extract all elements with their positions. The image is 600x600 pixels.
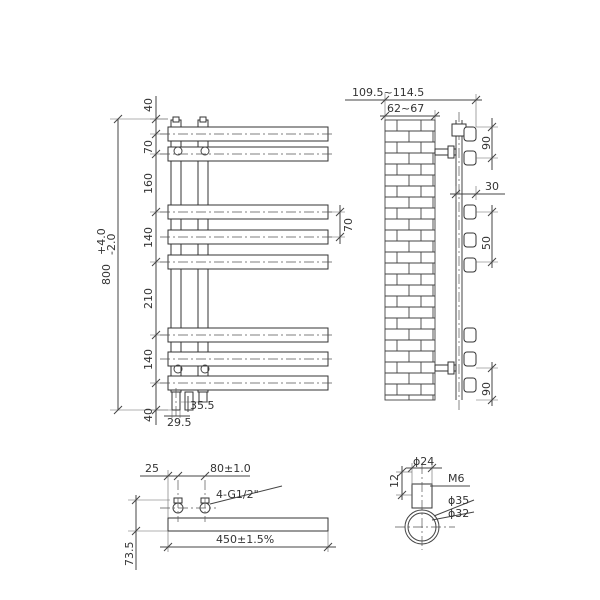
spacing-label: 210 bbox=[142, 288, 155, 309]
thread-label: 4-G1/2" bbox=[216, 488, 259, 501]
pipe-spacing-label: 30 bbox=[485, 180, 499, 193]
height-total-label: 800 bbox=[100, 264, 113, 285]
height-tolerance-lower: -2.0 bbox=[105, 234, 118, 255]
diameter-inner-label: ϕ32 bbox=[448, 507, 469, 520]
inlet-spacing-label: 80±1.0 bbox=[210, 462, 251, 475]
spacing-label: 140 bbox=[142, 349, 155, 370]
bracket-depth-label: 62~67 bbox=[387, 102, 424, 115]
inlet-pipe bbox=[184, 391, 194, 411]
front-view: 800 +4.0 -2.0 40 70 160 140 210 140 40 bbox=[95, 96, 355, 429]
bar-profile bbox=[463, 150, 477, 166]
wall bbox=[384, 119, 436, 401]
top-view: 25 80±1.0 4-G1/2" 450±1.5% 73.5 bbox=[123, 462, 336, 570]
bar-profile bbox=[463, 257, 477, 273]
tube-inner-circle-icon bbox=[407, 512, 437, 542]
width-label: 450±1.5% bbox=[216, 533, 274, 546]
wall-offset-label: 109.5~114.5 bbox=[352, 86, 424, 99]
bottom-gap-label: 90 bbox=[480, 382, 493, 396]
bracket-screw-icon bbox=[200, 146, 210, 156]
spacing-label: 70 bbox=[142, 140, 155, 154]
bracket-screw-icon bbox=[200, 364, 210, 374]
depth-label: 73.5 bbox=[123, 542, 136, 567]
wall-bracket bbox=[434, 148, 457, 156]
top-gap-label: 90 bbox=[480, 136, 493, 150]
bar-gap-label: 70 bbox=[342, 218, 355, 232]
diameter-small-label: ϕ24 bbox=[413, 455, 434, 468]
bar-profile bbox=[463, 351, 477, 367]
bracket-screw-icon bbox=[173, 146, 183, 156]
height-tolerance-upper: +4.0 bbox=[95, 228, 108, 255]
tube-outer-circle-icon bbox=[404, 509, 440, 545]
bracket-screw-icon bbox=[173, 364, 183, 374]
wall-bracket bbox=[434, 364, 457, 372]
mid-gap-label: 50 bbox=[480, 236, 493, 250]
radiator-top-outline bbox=[167, 517, 329, 532]
spacing-label: 160 bbox=[142, 173, 155, 194]
spacing-label: 40 bbox=[142, 98, 155, 112]
bar-profile bbox=[463, 126, 477, 142]
bar-profile bbox=[463, 327, 477, 343]
diameter-outer-label: ϕ35 bbox=[448, 494, 469, 507]
detail-view: ϕ24 M6 12 ϕ35 ϕ32 bbox=[388, 455, 475, 550]
wall-bricks bbox=[385, 120, 435, 400]
height-label: 12 bbox=[388, 474, 401, 488]
spacing-label: 140 bbox=[142, 227, 155, 248]
bar-profile bbox=[463, 232, 477, 248]
pipe-width-label: 29.5 bbox=[167, 416, 192, 429]
side-view: 109.5~114.5 62~67 90 30 50 90 bbox=[345, 86, 505, 410]
bar-profile bbox=[463, 377, 477, 393]
pipe-depth-label: 35.5 bbox=[190, 399, 215, 412]
bolt-label: M6 bbox=[448, 472, 465, 485]
inlet-offset-label: 25 bbox=[145, 462, 159, 475]
bar-profile bbox=[463, 204, 477, 220]
spacing-label: 40 bbox=[142, 408, 155, 422]
